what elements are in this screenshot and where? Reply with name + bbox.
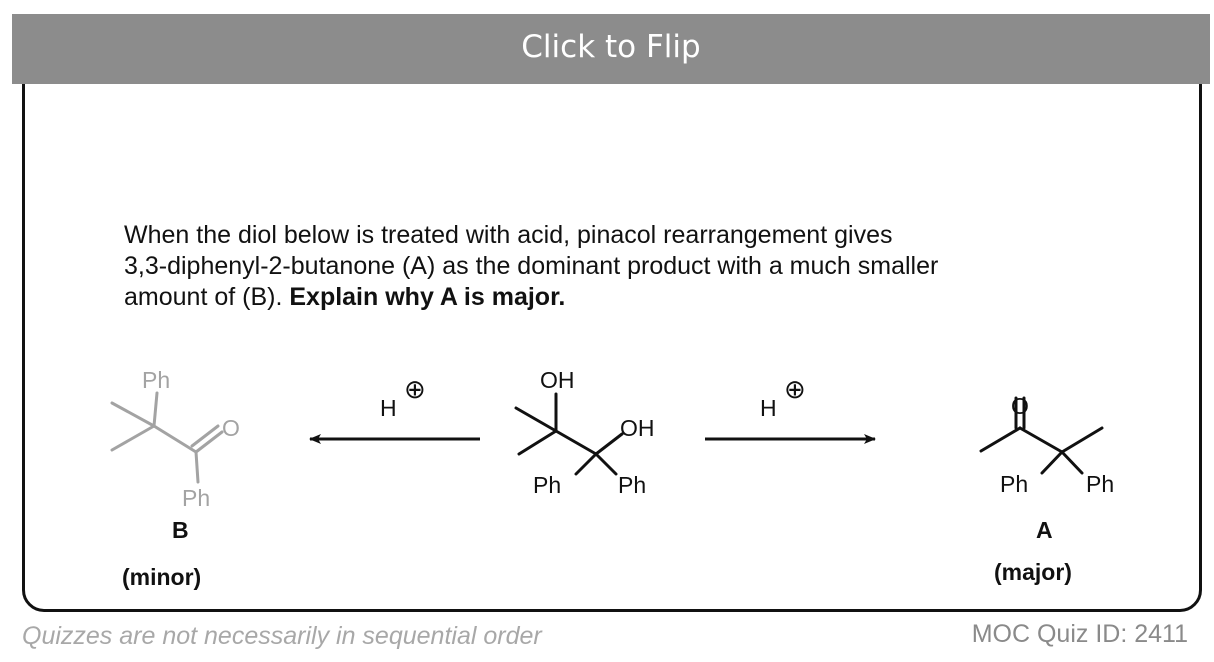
product-a-structure (979, 396, 1104, 475)
product-a-ph-left: Ph (1000, 471, 1028, 497)
quiz-id: MOC Quiz ID: 2411 (971, 620, 1188, 648)
reagent-left-h: H (380, 395, 397, 421)
reagent-right-h: H (760, 395, 777, 421)
reactant-oh-top: OH (540, 367, 575, 393)
click-to-flip-button[interactable]: Click to Flip (12, 14, 1210, 84)
flashcard[interactable] (22, 20, 1202, 612)
question-emphasis: Explain why A is major. (289, 283, 566, 311)
product-a-label: A (1036, 517, 1053, 543)
product-b-label: B (172, 517, 189, 543)
product-b-ph-top: Ph (142, 367, 170, 393)
reagent-right-charge: ⊕ (784, 374, 806, 404)
reactant-ph-right: Ph (618, 472, 646, 498)
product-a-caption: (major) (994, 559, 1072, 585)
product-b-structure (110, 391, 224, 484)
product-a-oxygen: O (1011, 393, 1029, 419)
question-text: When the diol below is treated with acid… (124, 220, 1134, 313)
reactant-diol-structure (514, 392, 624, 476)
product-b-oxygen: O (222, 415, 240, 441)
reactant-oh-right: OH (620, 415, 655, 441)
product-b-ph-bottom: Ph (182, 485, 210, 511)
reagent-left-charge: ⊕ (404, 374, 426, 404)
product-a-ph-right: Ph (1086, 471, 1114, 497)
question-line-2: 3,3-diphenyl-2-butanone (A) as the domin… (124, 252, 939, 280)
reactant-ph-left: Ph (533, 472, 561, 498)
question-line-3-text: amount of (B). (124, 283, 290, 311)
question-line-1: When the diol below is treated with acid… (124, 221, 893, 249)
sequence-note: Quizzes are not necessarily in sequentia… (22, 622, 542, 650)
reaction-scheme: Ph O Ph B (minor) H ⊕ OH OH Ph Ph H ⊕ (110, 367, 1114, 590)
question-line-3: amount of (B). Explain why A is major. (124, 282, 1134, 313)
product-b-caption: (minor) (122, 564, 201, 590)
